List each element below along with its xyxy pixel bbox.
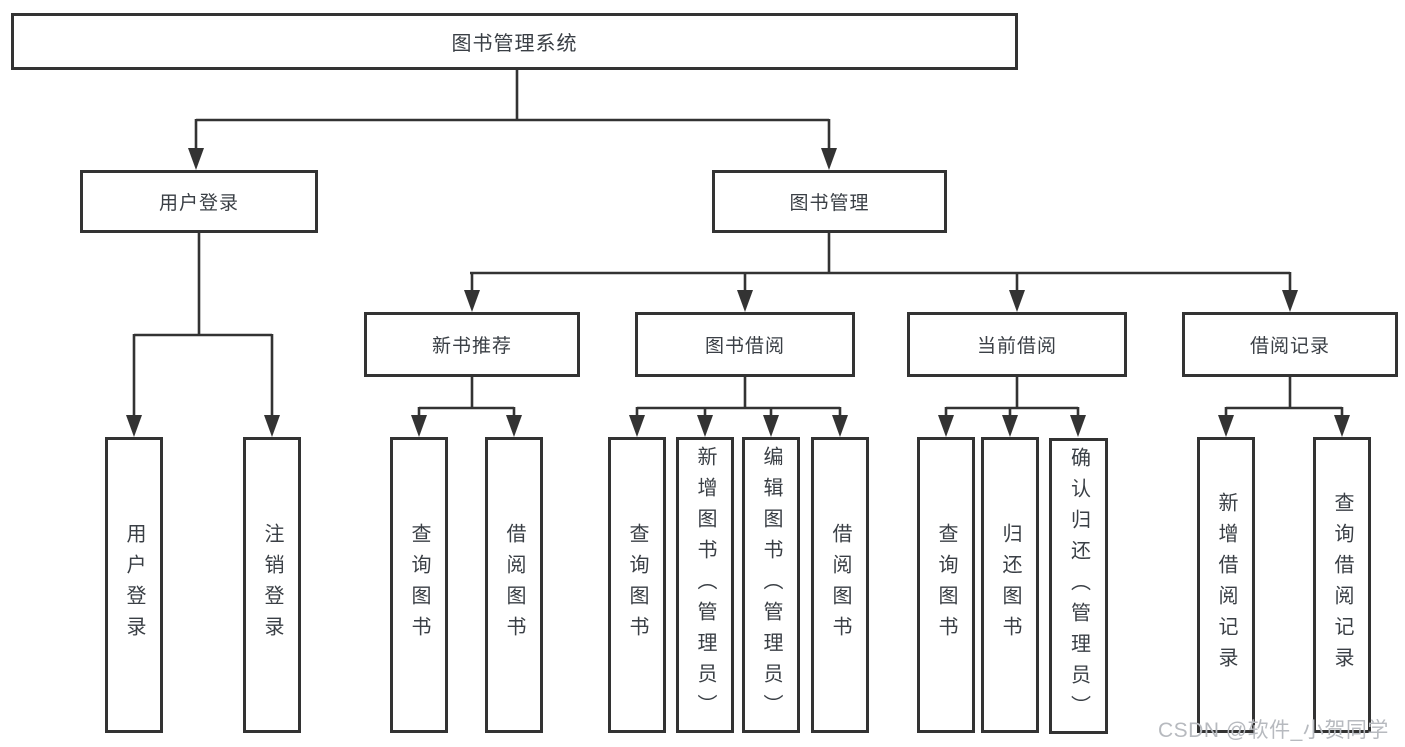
leaf-query-borrow-record: 查询借阅记录	[1313, 437, 1371, 733]
node-label: 借阅记录	[1249, 336, 1330, 357]
node-label: 用户登录	[158, 193, 239, 214]
leaf-add-borrow-record: 新增借阅记录	[1197, 437, 1255, 733]
node-user-login: 用户登录	[80, 170, 318, 233]
node-label: 查询图书	[408, 523, 430, 647]
node-book-management: 图书管理	[712, 170, 947, 233]
leaf-add-book-admin: 新增图书（管理员）	[676, 437, 734, 733]
leaf-borrow-book-2: 借阅图书	[811, 437, 869, 733]
node-label: 借阅图书	[829, 523, 851, 647]
csdn-watermark: CSDN @软件_小贺同学	[1158, 719, 1389, 742]
leaf-query-book-2: 查询图书	[608, 437, 666, 733]
leaf-borrow-book-1: 借阅图书	[485, 437, 543, 733]
node-label: 归还图书	[999, 523, 1021, 647]
node-new-book-recommend: 新书推荐	[364, 312, 580, 377]
node-label: 图书借阅	[704, 336, 785, 357]
node-label: 图书管理系统	[451, 33, 578, 55]
leaf-edit-book-admin: 编辑图书（管理员）	[742, 437, 800, 733]
node-label: 查询图书	[935, 523, 957, 647]
leaf-return-book: 归还图书	[981, 437, 1039, 733]
leaf-user-login: 用户登录	[105, 437, 163, 733]
node-label: 编辑图书（管理员）	[760, 445, 782, 725]
leaf-query-book-1: 查询图书	[390, 437, 448, 733]
node-borrow-records: 借阅记录	[1182, 312, 1398, 377]
node-label: 注销登录	[261, 523, 283, 647]
leaf-logout: 注销登录	[243, 437, 301, 733]
leaf-confirm-return-admin: 确认归还（管理员）	[1049, 438, 1108, 734]
node-root-system: 图书管理系统	[11, 13, 1018, 70]
node-label: 新书推荐	[431, 336, 512, 357]
node-label: 确认归还（管理员）	[1067, 446, 1090, 726]
node-label: 新增图书（管理员）	[694, 445, 716, 725]
node-label: 查询借阅记录	[1331, 492, 1353, 678]
node-label: 新增借阅记录	[1215, 492, 1237, 678]
node-current-borrow: 当前借阅	[907, 312, 1127, 377]
node-book-borrow: 图书借阅	[635, 312, 855, 377]
node-label: 图书管理	[789, 193, 870, 214]
leaf-query-book-3: 查询图书	[917, 437, 975, 733]
node-label: 查询图书	[626, 523, 648, 647]
node-label: 借阅图书	[503, 523, 525, 647]
node-label: 用户登录	[123, 523, 145, 647]
node-label: 当前借阅	[976, 336, 1057, 357]
